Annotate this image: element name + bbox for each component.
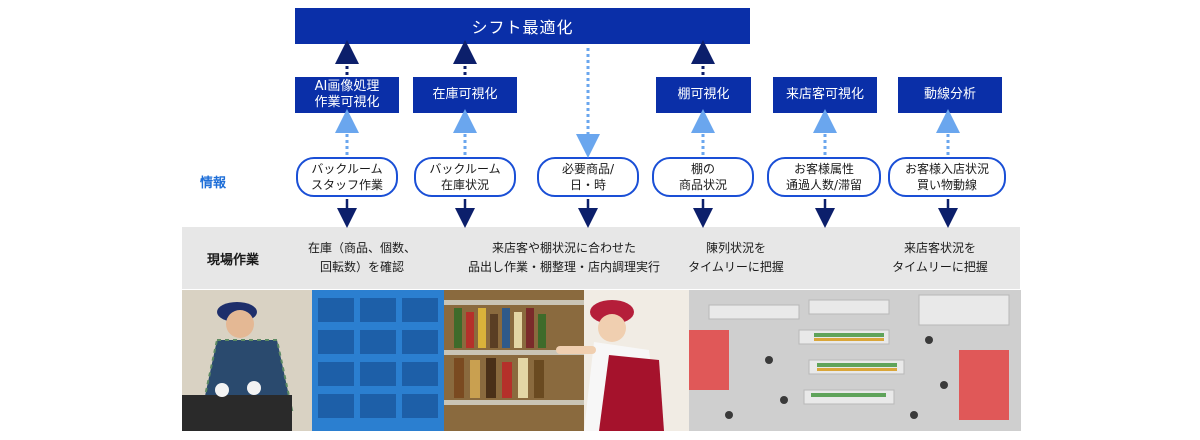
info-pill-customer-flow: お客様入店状況 買い物動線	[888, 157, 1006, 197]
info-pill-required-goods: 必要商品/ 日・時	[537, 157, 639, 197]
photo-store-aerial-view	[689, 290, 1021, 431]
info-row-label: 情報	[200, 176, 227, 191]
shift-optimization-banner: シフト最適化	[295, 8, 750, 44]
field-work-band	[182, 227, 1020, 289]
field-work-row-label: 現場作業	[207, 253, 260, 268]
vis-box-inventory: 在庫可視化	[413, 77, 517, 113]
task-visitor-status: 来店客状況を タイムリーに把握	[892, 241, 988, 274]
task-inventory-check: 在庫（商品、個数、 回転数）を確認	[307, 241, 416, 274]
photo-backroom-worker	[182, 290, 444, 431]
vis-box-shelf: 棚可視化	[656, 77, 751, 113]
vis-box-visitor: 来店客可視化	[773, 77, 877, 113]
task-display-status: 陳列状況を タイムリーに把握	[688, 241, 784, 274]
info-pill-backroom-stock: バックルーム 在庫状況	[414, 157, 516, 197]
vis-box-flow-analysis: 動線分析	[898, 77, 1002, 113]
vis-box-ai-image-processing: AI画像処理 作業可視化	[295, 77, 399, 113]
info-pill-backroom-staff: バックルーム スタッフ作業	[296, 157, 398, 197]
photo-store-staff-stocking	[444, 290, 689, 431]
task-stocking-shelving: 来店客や棚状況に合わせた 品出し作業・棚整理・店内調理実行	[467, 241, 660, 274]
info-pill-shelf-status: 棚の 商品状況	[652, 157, 754, 197]
info-pill-customer-attributes: お客様属性 通過人数/滞留	[767, 157, 881, 197]
